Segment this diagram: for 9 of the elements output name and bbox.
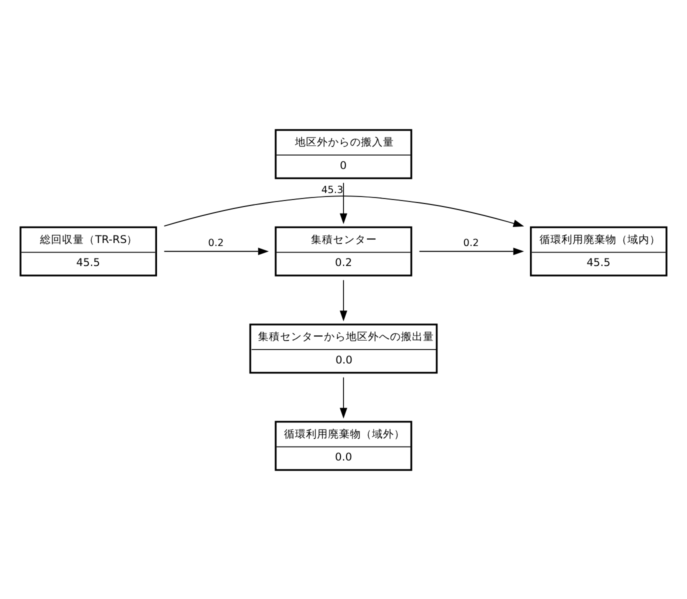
edge-label: 45.3 — [321, 184, 344, 196]
arrow — [418, 247, 524, 255]
edge-label: 0.2 — [463, 237, 479, 248]
arrow — [164, 247, 269, 255]
arrow — [340, 279, 348, 321]
arrow — [164, 195, 524, 227]
edge-label: 0.2 — [208, 237, 224, 248]
arrow — [340, 182, 348, 224]
arrow — [340, 376, 348, 418]
